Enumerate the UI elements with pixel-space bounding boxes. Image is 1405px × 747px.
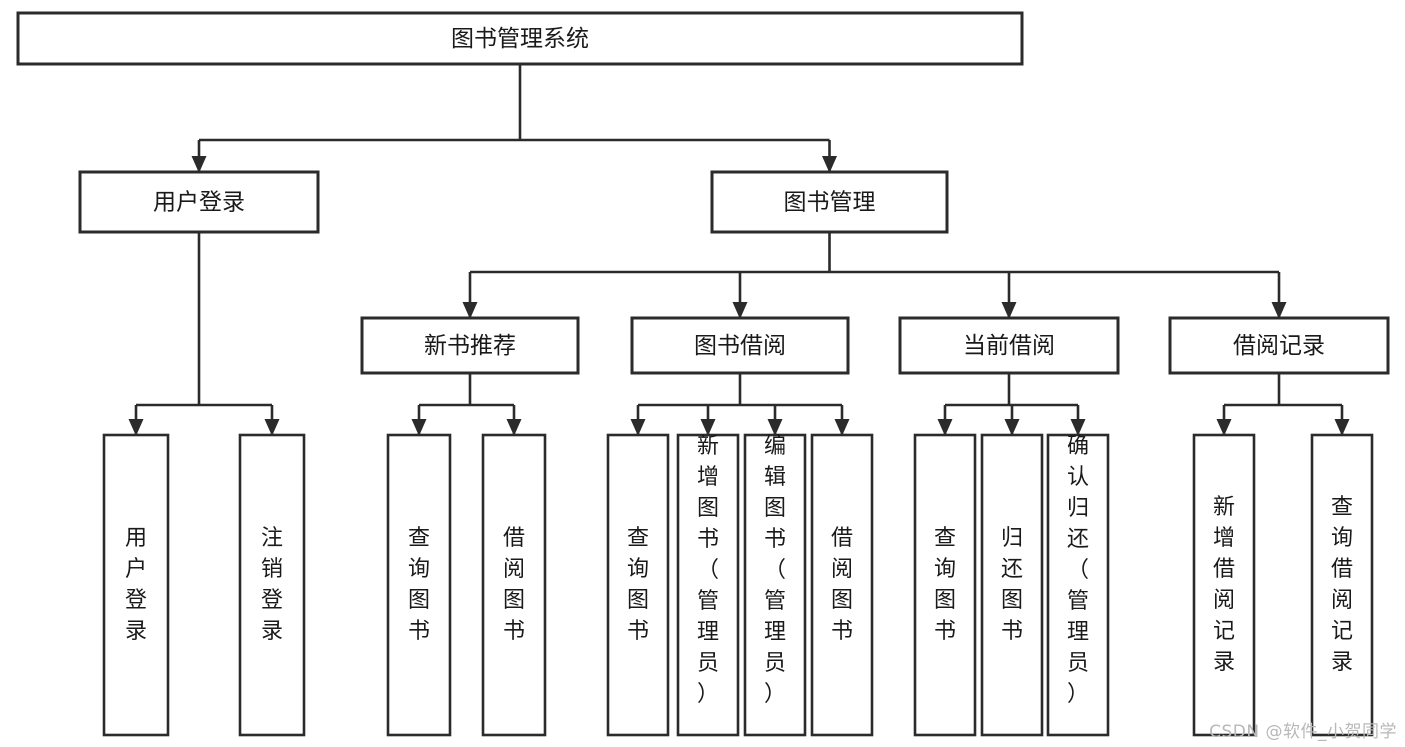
node-label: 注销登录: [261, 526, 283, 644]
node-label: 图书管理系统: [451, 26, 589, 52]
arrow-head-icon: [506, 419, 522, 436]
node-label: 确认归还（管理员）: [1067, 434, 1089, 707]
node-label: 编辑图书（管理员）: [764, 434, 786, 707]
node-add-book-admin[interactable]: 新增图书（管理员）: [676, 433, 740, 737]
node-label: 查询图书: [408, 526, 430, 644]
node-label: 查询借阅记录: [1331, 495, 1353, 675]
node-query-book-1[interactable]: 查询图书: [386, 433, 452, 737]
arrow-head-icon: [1334, 419, 1350, 436]
node-query-borrow-record[interactable]: 查询借阅记录: [1310, 433, 1374, 737]
node-label: 新书推荐: [424, 333, 516, 359]
node-book-management[interactable]: 图书管理: [710, 170, 949, 234]
node-new-book-recommend[interactable]: 新书推荐: [360, 316, 580, 375]
arrow-head-icon: [630, 419, 646, 436]
connector-layer: [128, 64, 1350, 436]
arrow-head-icon: [767, 419, 783, 436]
node-current-borrow[interactable]: 当前借阅: [898, 316, 1120, 375]
node-box[interactable]: [676, 433, 740, 737]
arrow-head-icon: [411, 419, 427, 436]
node-label: 查询图书: [934, 526, 956, 644]
arrow-head-icon: [700, 419, 716, 436]
node-box[interactable]: [1310, 433, 1374, 737]
node-edit-book-admin[interactable]: 编辑图书（管理员）: [743, 433, 807, 737]
arrow-head-icon: [1070, 419, 1086, 436]
node-box[interactable]: [710, 170, 949, 234]
node-box[interactable]: [606, 433, 670, 737]
node-box[interactable]: [386, 433, 452, 737]
node-box[interactable]: [16, 11, 1024, 66]
node-box[interactable]: [980, 433, 1044, 737]
arrow-head-icon: [1004, 419, 1020, 436]
node-label: 借阅记录: [1233, 333, 1325, 359]
node-box[interactable]: [898, 316, 1120, 375]
node-query-book-2[interactable]: 查询图书: [606, 433, 670, 737]
node-box[interactable]: [481, 433, 547, 737]
arrow-head-icon: [1001, 302, 1017, 319]
node-label: 图书管理: [784, 190, 876, 216]
node-return-book[interactable]: 归还图书: [980, 433, 1044, 737]
arrow-head-icon: [822, 156, 837, 173]
node-user-login-action[interactable]: 用户登录: [102, 433, 170, 737]
node-layer: 图书管理系统用户登录用户登录注销登录图书管理新书推荐查询图书借阅图书图书借阅查询…: [16, 11, 1390, 737]
arrow-head-icon: [1216, 419, 1232, 436]
node-box[interactable]: [1192, 433, 1256, 737]
node-box[interactable]: [1168, 316, 1390, 375]
node-add-borrow-record[interactable]: 新增借阅记录: [1192, 433, 1256, 737]
node-label: 用户登录: [125, 526, 147, 644]
node-label: 查询图书: [627, 526, 649, 644]
arrow-head-icon: [462, 302, 478, 319]
arrow-head-icon: [732, 302, 748, 319]
node-label: 用户登录: [153, 190, 245, 216]
node-borrow-book-2[interactable]: 借阅图书: [810, 433, 874, 737]
node-box[interactable]: [78, 170, 320, 234]
node-box[interactable]: [743, 433, 807, 737]
arrow-head-icon: [1271, 302, 1287, 319]
arrow-head-icon: [834, 419, 850, 436]
node-box[interactable]: [1046, 433, 1110, 737]
node-borrow-book-1[interactable]: 借阅图书: [481, 433, 547, 737]
node-label: 当前借阅: [963, 333, 1055, 359]
node-book-borrow[interactable]: 图书借阅: [630, 316, 850, 375]
node-confirm-return-admin[interactable]: 确认归还（管理员）: [1046, 433, 1110, 737]
arrow-head-icon: [937, 419, 953, 436]
node-box[interactable]: [630, 316, 850, 375]
node-label: 新增借阅记录: [1213, 495, 1235, 675]
node-borrow-records[interactable]: 借阅记录: [1168, 316, 1390, 375]
node-label: 借阅图书: [831, 526, 853, 644]
node-label: 借阅图书: [503, 526, 525, 644]
node-box[interactable]: [102, 433, 170, 737]
node-label: 新增图书（管理员）: [697, 434, 719, 707]
arrow-head-icon: [264, 419, 280, 436]
node-query-book-3[interactable]: 查询图书: [913, 433, 977, 737]
node-box[interactable]: [360, 316, 580, 375]
node-user-logout-action[interactable]: 注销登录: [238, 433, 306, 737]
node-user-login[interactable]: 用户登录: [78, 170, 320, 234]
node-box[interactable]: [913, 433, 977, 737]
arrow-head-icon: [128, 419, 144, 436]
arrow-head-icon: [191, 156, 207, 173]
node-box[interactable]: [238, 433, 306, 737]
node-undefined[interactable]: 图书管理系统: [16, 11, 1024, 66]
node-box[interactable]: [810, 433, 874, 737]
node-label: 归还图书: [1001, 526, 1023, 644]
node-label: 图书借阅: [694, 333, 786, 359]
